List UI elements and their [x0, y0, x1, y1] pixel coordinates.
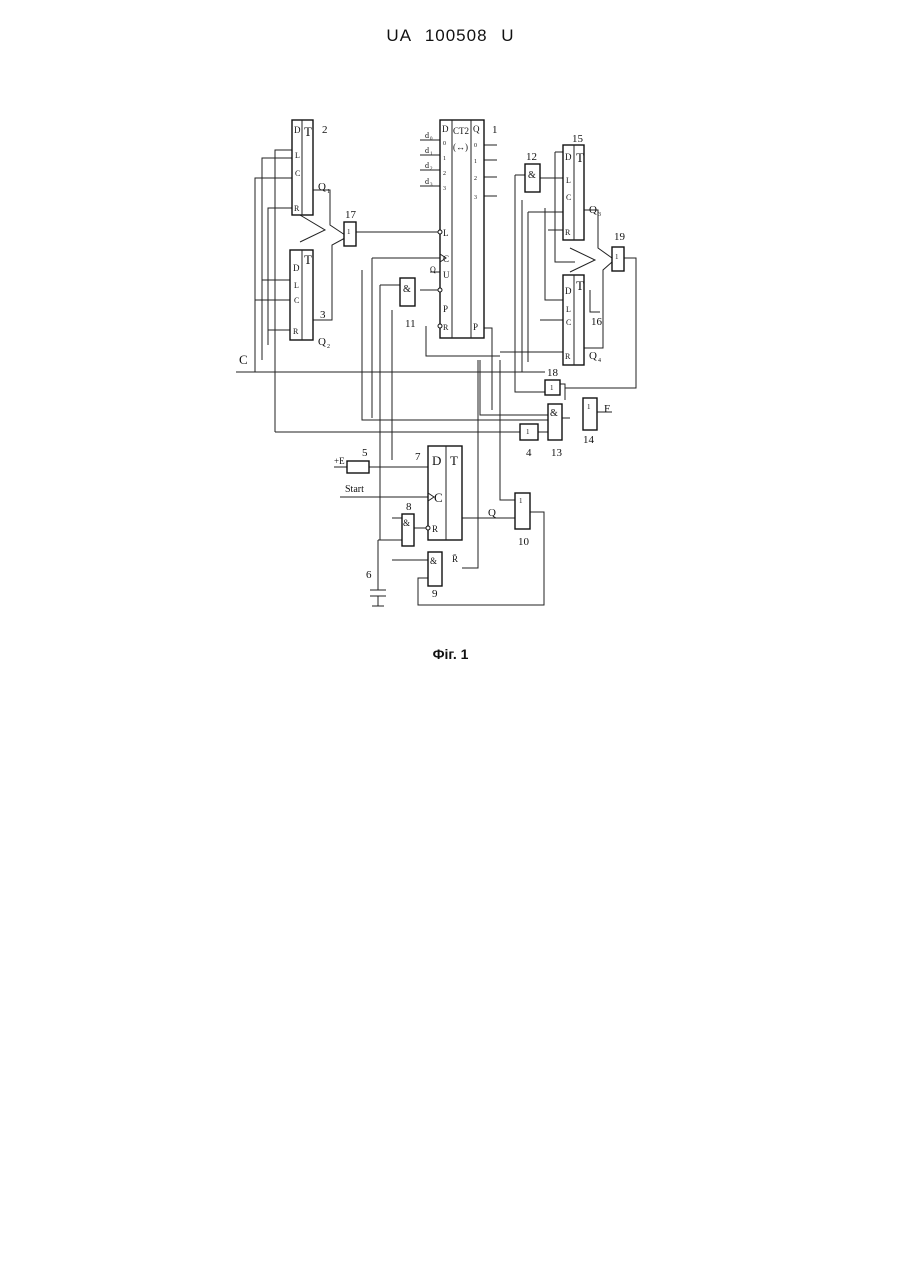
counter-pin-3: 3	[443, 186, 446, 192]
trigger-7-pin-r: R	[432, 524, 438, 534]
counter-out-0: 0	[474, 143, 477, 149]
gate-14-symbol: 1	[587, 403, 591, 411]
counter-pin-u: U	[443, 270, 450, 280]
counter-number: 1	[492, 124, 498, 136]
counter-pin-l: L	[443, 228, 449, 238]
gate-13-number: 13	[551, 447, 563, 459]
trigger-2-pin-l: L	[295, 151, 300, 160]
capacitor-number: 6	[366, 569, 372, 581]
trigger-2-number: 2	[322, 124, 328, 136]
counter-data-input-1: d	[425, 146, 429, 155]
trigger-2-pin-c: C	[295, 169, 300, 178]
gate-8-number: 8	[406, 501, 412, 513]
counter-pin-r: R	[443, 323, 449, 332]
gate-8-symbol: &	[403, 518, 410, 528]
counter-out-1: 1	[474, 159, 477, 165]
trigger-16-output-sub: 4	[598, 358, 601, 364]
gate-17-symbol: 1	[347, 228, 351, 236]
trigger-15-pin-l: L	[566, 176, 571, 185]
gate-4-number: 4	[526, 447, 532, 459]
gate-17-number: 17	[345, 209, 357, 221]
counter-data-input-2: d	[425, 161, 429, 170]
figure-caption: Фіг. 1	[0, 646, 901, 662]
trigger-3-pin-r: R	[293, 327, 299, 336]
gate-12-number: 12	[526, 151, 537, 163]
trigger-16-pin-c: C	[566, 318, 571, 327]
trigger-16-pin-r: R	[565, 352, 571, 361]
counter-carry: P	[473, 322, 478, 332]
gate-18-symbol: 1	[550, 384, 554, 392]
trigger-7-inverse-output: R̄	[452, 554, 458, 564]
trigger-16-pin-d: D	[565, 286, 572, 296]
counter-data-input-3: d	[425, 177, 429, 186]
gate-9-number: 9	[432, 588, 438, 600]
trigger-15-pin-d: D	[565, 152, 572, 162]
resistor-5	[347, 461, 369, 473]
counter-pin-c: C	[443, 254, 449, 264]
trigger-16-type: T	[576, 278, 584, 293]
trigger-15-number: 15	[572, 133, 584, 145]
counter-pin-1: 1	[443, 156, 446, 162]
counter-out-2: 2	[474, 176, 477, 182]
gate-19-symbol: 1	[615, 253, 619, 261]
gate-11-number: 11	[405, 318, 416, 330]
trigger-3-pin-l: L	[294, 281, 299, 290]
gate-10-symbol: 1	[519, 497, 523, 505]
gate-13-symbol: &	[550, 408, 558, 419]
counter-data-input-0: d	[425, 131, 429, 140]
trigger-2-pin-d: D	[294, 125, 301, 135]
gate-14-number: 14	[583, 434, 595, 446]
trigger-7-output: Q	[488, 507, 496, 519]
gate-12-symbol: &	[528, 170, 536, 181]
counter-u-input-label: Q	[430, 265, 436, 274]
counter-direction: (↔)	[453, 142, 468, 152]
trigger-15-output-sub: 3	[598, 212, 601, 218]
gate-18-number: 18	[547, 367, 559, 379]
counter-out-3: 3	[474, 195, 477, 201]
trigger-3-number: 3	[320, 309, 326, 321]
trigger-15-pin-c: C	[566, 193, 571, 202]
counter-pin-2: 2	[443, 171, 446, 177]
trigger-3-output-sub: 2	[327, 344, 330, 350]
trigger-7-pin-c: C	[434, 490, 443, 505]
resistor-number: 5	[362, 447, 368, 459]
trigger-7-number: 7	[415, 451, 421, 463]
trigger-2-pin-r: R	[294, 204, 300, 213]
trigger-2-type: T	[304, 124, 312, 139]
start-label: Start	[345, 484, 364, 495]
trigger-3-type: T	[304, 252, 312, 267]
gate-19-number: 19	[614, 231, 626, 243]
trigger-16-pin-l: L	[566, 305, 571, 314]
gate-4-symbol: 1	[526, 428, 530, 436]
trigger-3-pin-d: D	[293, 263, 300, 273]
gate-11-symbol: &	[403, 284, 411, 295]
gate-10-number: 10	[518, 536, 530, 548]
clock-signal-label: C	[239, 352, 248, 367]
counter-out-q: Q	[473, 124, 480, 134]
counter-pin-0: 0	[443, 141, 446, 147]
gate-9-symbol: &	[430, 556, 437, 566]
counter-title: CT2	[453, 126, 469, 136]
trigger-15-pin-r: R	[565, 228, 571, 237]
counter-pin-p: P	[443, 304, 448, 314]
output-f-label: F	[604, 403, 610, 415]
trigger-15-type: T	[576, 150, 584, 165]
trigger-3-pin-c: C	[294, 296, 299, 305]
gate-10	[515, 493, 530, 529]
trigger-3-output: Q	[318, 336, 326, 348]
trigger-16-output: Q	[589, 350, 597, 362]
trigger-15-output: Q	[589, 204, 597, 216]
trigger-7-type: T	[450, 453, 458, 468]
supply-label: +E	[334, 456, 345, 466]
trigger-2-output: Q	[318, 181, 326, 193]
trigger-16-number: 16	[591, 316, 603, 328]
trigger-7-pin-d: D	[432, 453, 441, 468]
counter-pin-d: D	[442, 124, 449, 134]
trigger-2-output-sub: 1	[327, 189, 330, 195]
